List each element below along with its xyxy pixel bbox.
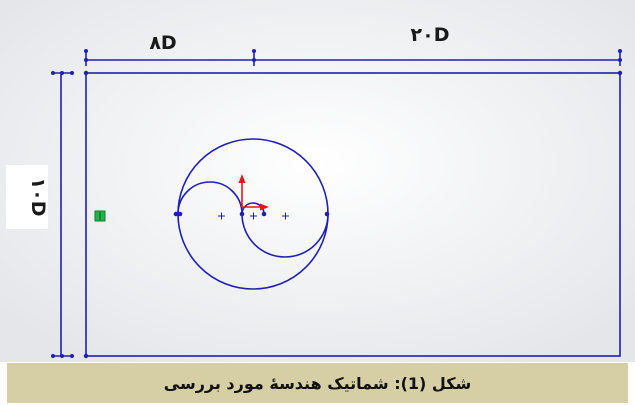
axis-x-arrowhead xyxy=(260,203,269,211)
dimension-label-backdrop xyxy=(6,165,48,229)
sketch-points xyxy=(173,211,330,217)
top-dimension-dots xyxy=(83,49,623,76)
inner-arc-left xyxy=(177,181,243,215)
viewport-background xyxy=(0,0,635,362)
inner-arc-right xyxy=(241,213,329,258)
cad-sketch: ۸D ۲۰D ۱۰D xyxy=(0,0,635,362)
dimension-label-right-width: ۲۰D xyxy=(411,24,450,46)
left-dimension-dots xyxy=(51,71,89,359)
dimension-label-height: ۱۰D xyxy=(27,178,49,217)
inner-arc-small xyxy=(241,202,265,215)
figure-caption-bar: شکل (1): شماتیک هندسهٔ مورد بررسی xyxy=(7,363,628,403)
axis-icon xyxy=(238,174,269,211)
figure-caption: شکل (1): شماتیک هندسهٔ مورد بررسی xyxy=(163,373,472,393)
axis-y-arrowhead xyxy=(238,174,246,183)
dimension-label-left-width: ۸D xyxy=(149,32,176,54)
center-marks xyxy=(218,212,289,220)
domain-boundary xyxy=(85,72,621,357)
